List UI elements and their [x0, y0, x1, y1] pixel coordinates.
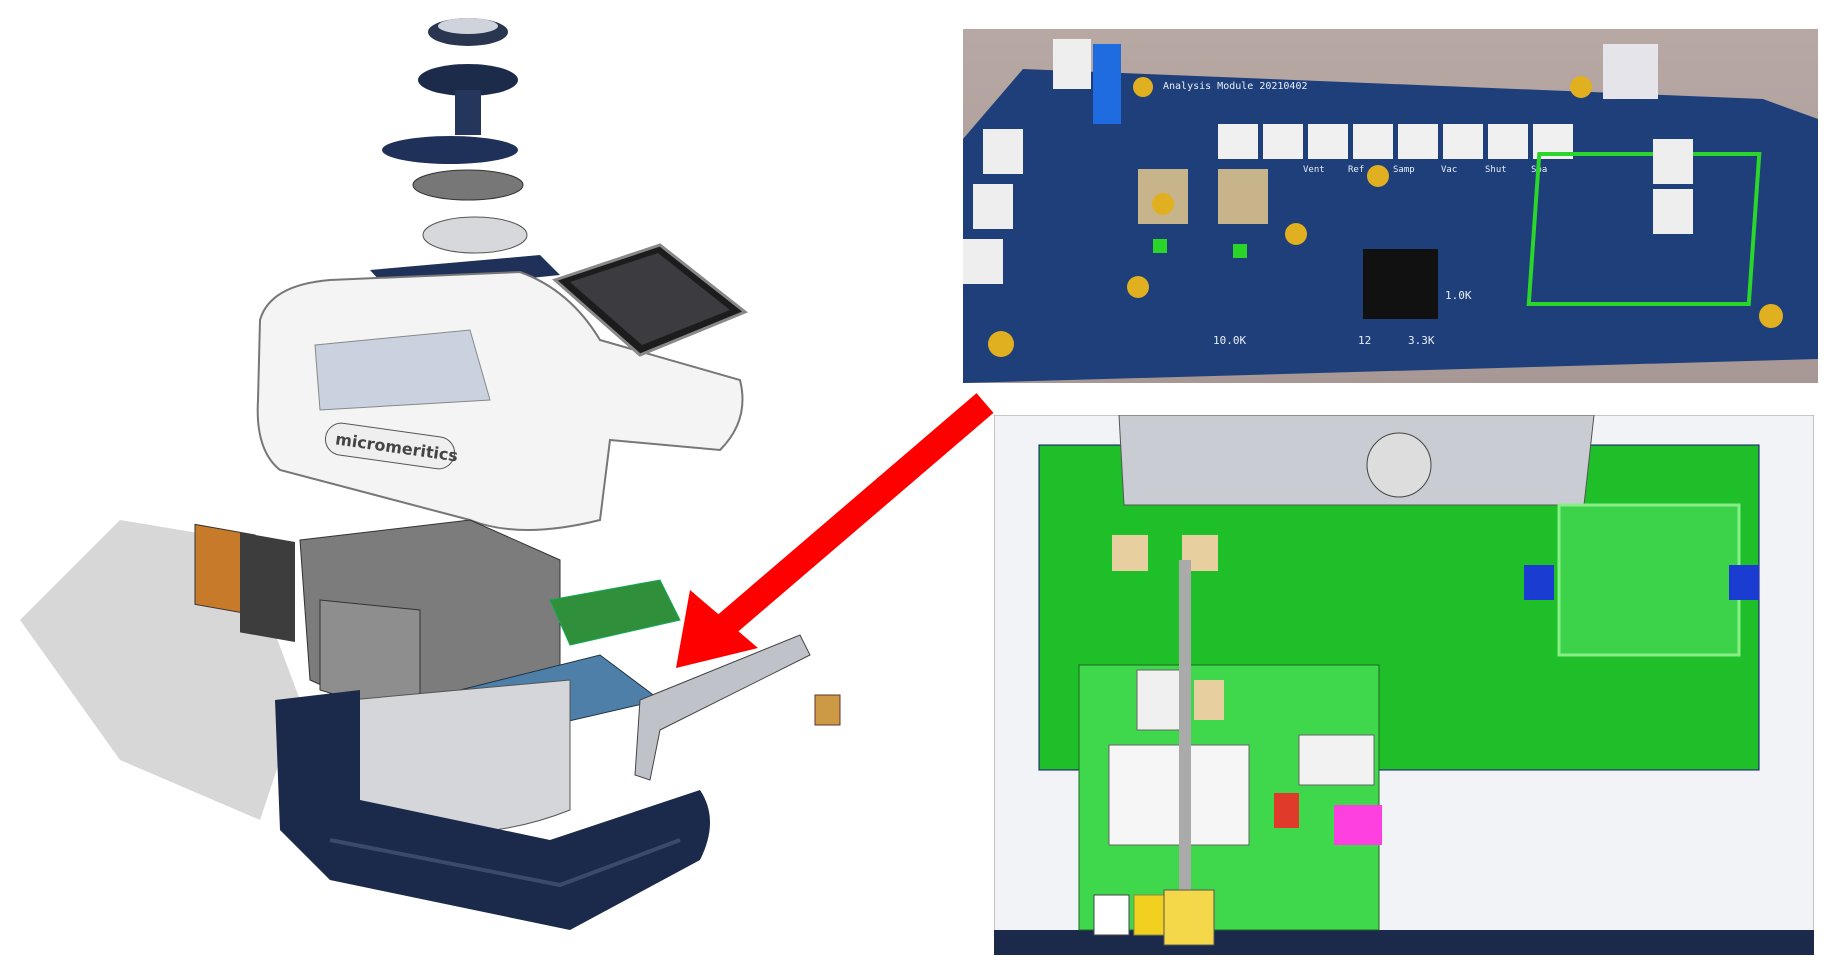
pump-port	[1366, 432, 1432, 498]
connector-label: Samp	[1393, 165, 1415, 175]
small-connector	[814, 694, 841, 726]
pcb-render-panel: Vent Ref Samp Vac Shut Spa Analysis Modu…	[963, 29, 1818, 383]
side-connectors	[963, 129, 1023, 284]
knob-ring	[418, 64, 518, 96]
side-bracket	[634, 634, 811, 781]
magenta-chip	[1334, 805, 1382, 845]
component-label: 10.0K	[1213, 334, 1246, 347]
connector-label: Vent	[1303, 165, 1325, 175]
connector-label: Ref	[1348, 165, 1364, 175]
ethernet-port	[1298, 734, 1375, 786]
bearing	[422, 216, 528, 254]
filter-disc	[412, 169, 524, 201]
blue-pad	[1729, 565, 1759, 600]
heatsink	[240, 532, 295, 643]
sensor-section-outline	[1526, 152, 1762, 306]
housing-window	[314, 329, 491, 411]
sd-card-slot	[1274, 793, 1299, 828]
pump-housing	[1118, 415, 1595, 506]
board-title: Analysis Module 20210402	[1163, 81, 1308, 92]
module-chip	[1194, 680, 1224, 720]
touchscreen-display	[570, 253, 730, 345]
right-connectors	[1653, 139, 1693, 234]
white-connector	[1053, 39, 1091, 89]
top-cap-face	[438, 18, 498, 34]
component-label: 12	[1358, 334, 1371, 347]
analysis-pcb	[549, 579, 681, 646]
component-label: 1.0K	[1445, 289, 1472, 302]
frame-edge	[994, 930, 1814, 955]
usb-port	[1136, 669, 1188, 731]
mounting-holes	[988, 76, 1783, 357]
relay	[1112, 535, 1148, 571]
base-frame-rail	[329, 838, 681, 888]
blue-pad	[1524, 565, 1554, 600]
brand-badge	[324, 422, 456, 470]
component-label: 3.3K	[1408, 334, 1435, 347]
exploded-device-view: micromeritics	[20, 18, 841, 930]
blue-connector	[1093, 44, 1121, 124]
relay	[1218, 169, 1268, 224]
ribbon-cable	[1179, 560, 1191, 935]
connector-label: Vac	[1441, 165, 1457, 175]
white-jack	[1093, 894, 1130, 936]
sensor-section	[1557, 503, 1741, 657]
connector-label: Shut	[1485, 165, 1507, 175]
knob-shaft	[455, 90, 481, 135]
corner-connector	[1603, 44, 1658, 99]
green-led	[1153, 239, 1167, 253]
cable-connector	[1163, 889, 1215, 946]
green-led	[1233, 244, 1247, 258]
assembly-top-view	[994, 415, 1814, 955]
stage-plate	[382, 136, 518, 164]
microcontroller	[1363, 249, 1438, 319]
